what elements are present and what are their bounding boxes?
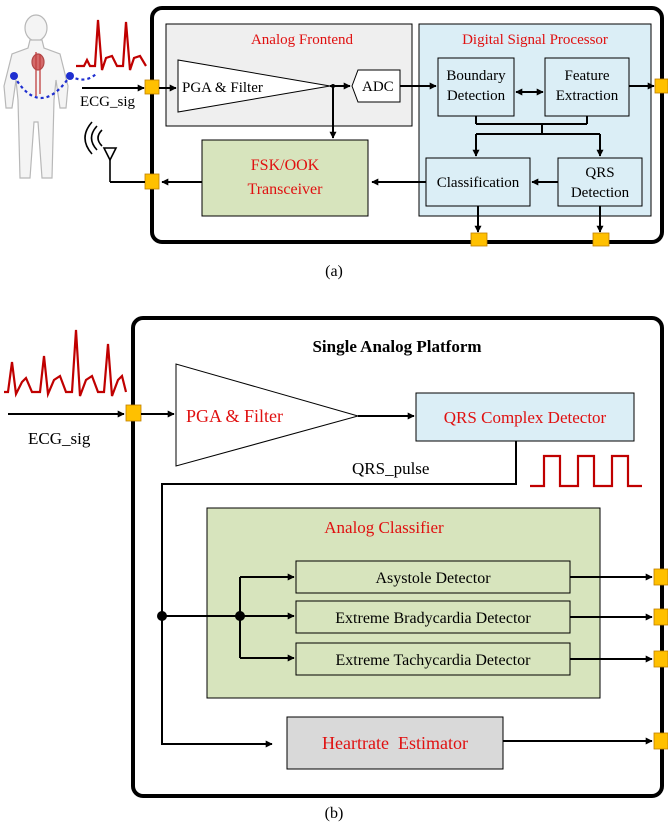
output-port-a-classification (470, 232, 488, 247)
transceiver-block (201, 139, 369, 217)
output-port-a-qrs (592, 232, 610, 247)
qrs-detection-label-1: QRS (585, 165, 614, 181)
figure-b: Single Analog Platform ECG_sig PGA & Fil… (4, 316, 668, 822)
caption-b: (b) (325, 805, 344, 822)
transceiver-label-1: FSK/OOK (251, 157, 320, 174)
pga-filter-label-b: PGA & Filter (186, 406, 283, 426)
qrs-complex-detector-block (415, 392, 635, 442)
ecg-signal-label-a: ECG_sig (80, 94, 136, 110)
pga-filter-label-a: PGA & Filter (182, 80, 263, 96)
adc-label: ADC (362, 79, 394, 95)
asystole-detector-block (295, 560, 571, 594)
qrs-detection-label-2: Detection (571, 185, 630, 201)
square-pulse-waveform (530, 454, 642, 488)
qrs-detection-block (557, 157, 643, 207)
ecg-signal-label-b: ECG_sig (28, 429, 91, 448)
bradycardia-detector-block (295, 600, 571, 634)
output-port-b-tachycardia (653, 650, 668, 668)
pga-filter-triangle-b (175, 363, 360, 467)
ecg-waveform-b (4, 329, 128, 399)
ecg-waveform (76, 19, 147, 71)
bradycardia-detector-label: Extreme Bradycardia Detector (335, 610, 531, 627)
classification-label: Classification (437, 175, 520, 191)
heartrate-estimator-block (286, 716, 504, 770)
pga-filter-triangle-a (177, 59, 331, 113)
antenna-icon (84, 121, 118, 182)
classification-block (425, 157, 531, 207)
system-box-a (150, 6, 664, 244)
feature-extraction-label-1: Feature (565, 68, 610, 84)
analog-frontend-title: Analog Frontend (251, 32, 354, 48)
asystole-detector-label: Asystole Detector (375, 570, 491, 587)
system-box-b (131, 316, 664, 798)
qrs-pulse-label: QRS_pulse (352, 459, 429, 478)
input-port-a (144, 79, 160, 95)
antenna-port-a (144, 173, 160, 190)
output-port-b-heartrate (653, 732, 668, 750)
output-port-b-asystole (653, 568, 668, 586)
platform-title: Single Analog Platform (312, 337, 481, 356)
feature-extraction-label-2: Extraction (556, 88, 619, 104)
tachycardia-detector-label: Extreme Tachycardia Detector (336, 652, 532, 669)
heartrate-estimator-label: Heartrate Estimator (322, 733, 468, 753)
boundary-detection-block (437, 57, 515, 117)
input-port-b (125, 404, 142, 422)
output-port-a-feature (654, 78, 668, 94)
boundary-detection-label-1: Boundary (446, 68, 506, 84)
transceiver-label-2: Transceiver (248, 181, 324, 198)
electrode-leads (10, 72, 97, 100)
figure-a: ECG_sig Analog Frontend PGA & Filter ADC… (3, 6, 668, 280)
caption-a: (a) (325, 263, 343, 280)
boundary-detection-label-2: Detection (447, 88, 506, 104)
dsp-title: Digital Signal Processor (462, 32, 608, 48)
analog-classifier-title: Analog Classifier (324, 518, 444, 537)
tachycardia-detector-block (295, 642, 571, 676)
output-port-b-bradycardia (653, 608, 668, 626)
human-body-figure (3, 14, 69, 179)
feature-extraction-block (544, 57, 630, 117)
qrs-complex-detector-label: QRS Complex Detector (444, 408, 607, 427)
